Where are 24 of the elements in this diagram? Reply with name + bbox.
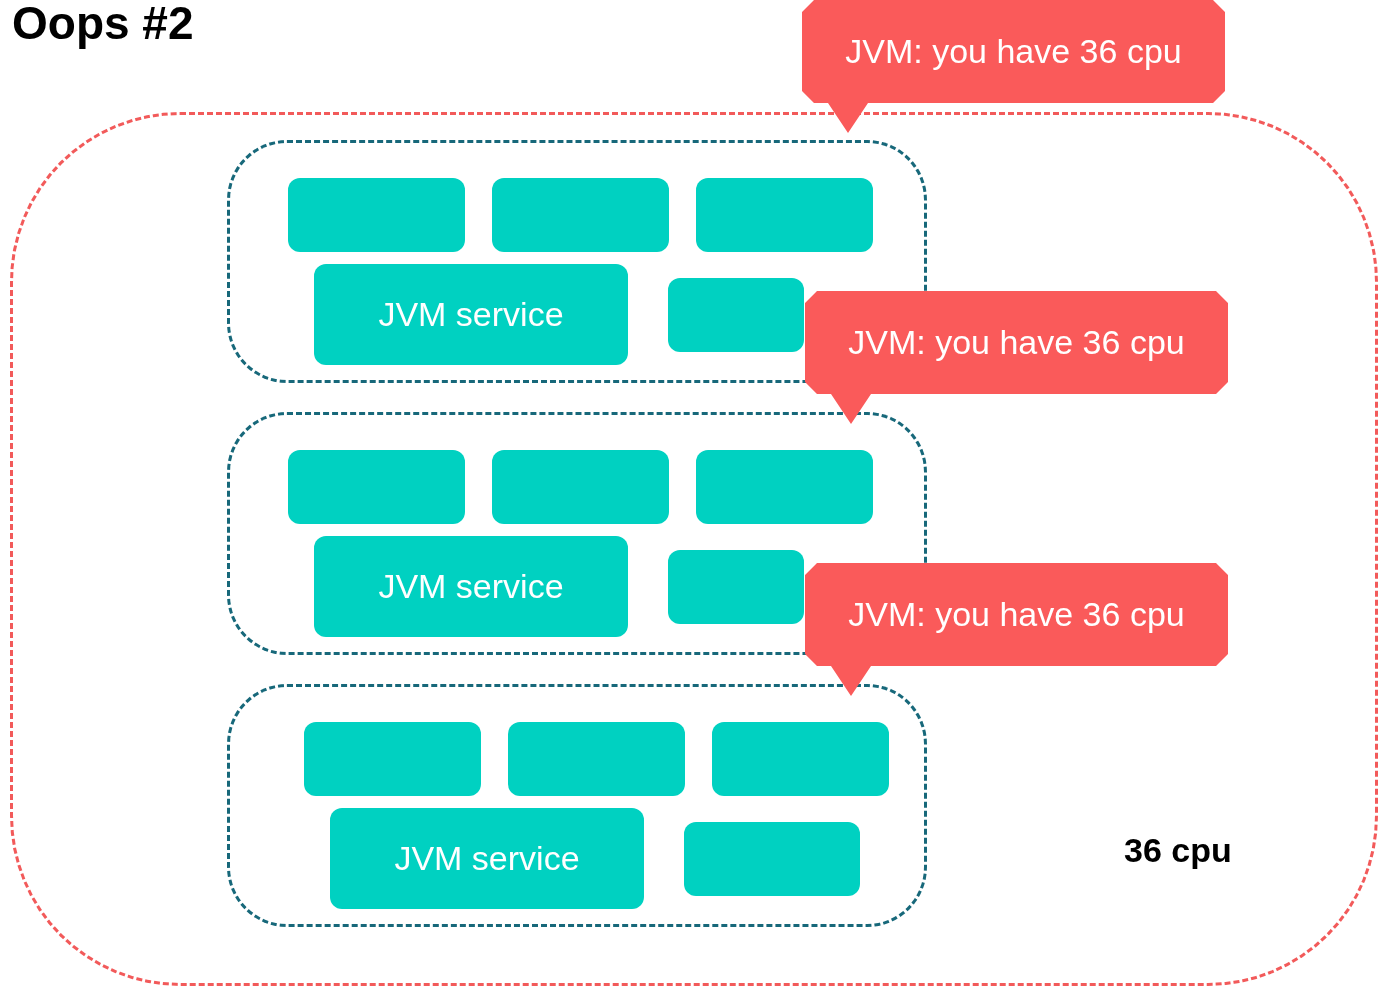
service-block xyxy=(288,178,465,252)
service-block xyxy=(696,450,873,524)
service-block xyxy=(696,178,873,252)
container-boundary xyxy=(227,684,927,927)
capacity-label: 36 cpu xyxy=(1124,831,1232,870)
service-block xyxy=(668,278,804,352)
speech-bubble: JVM: you have 36 cpu xyxy=(805,291,1228,425)
service-block: JVM service xyxy=(314,264,628,365)
service-block xyxy=(288,450,465,524)
speech-bubble: JVM: you have 36 cpu xyxy=(805,563,1228,697)
service-block: JVM service xyxy=(330,808,644,909)
container-boundary xyxy=(227,412,927,655)
service-block xyxy=(668,550,804,624)
container-boundary xyxy=(227,140,927,383)
service-block xyxy=(684,822,860,896)
service-block xyxy=(712,722,889,796)
service-block xyxy=(508,722,685,796)
service-block xyxy=(492,450,669,524)
server-boundary xyxy=(10,112,1378,986)
title: Oops #2 xyxy=(12,0,194,50)
service-block xyxy=(492,178,669,252)
speech-bubble: JVM: you have 36 cpu xyxy=(802,0,1225,134)
service-block: JVM service xyxy=(314,536,628,637)
service-block xyxy=(304,722,481,796)
